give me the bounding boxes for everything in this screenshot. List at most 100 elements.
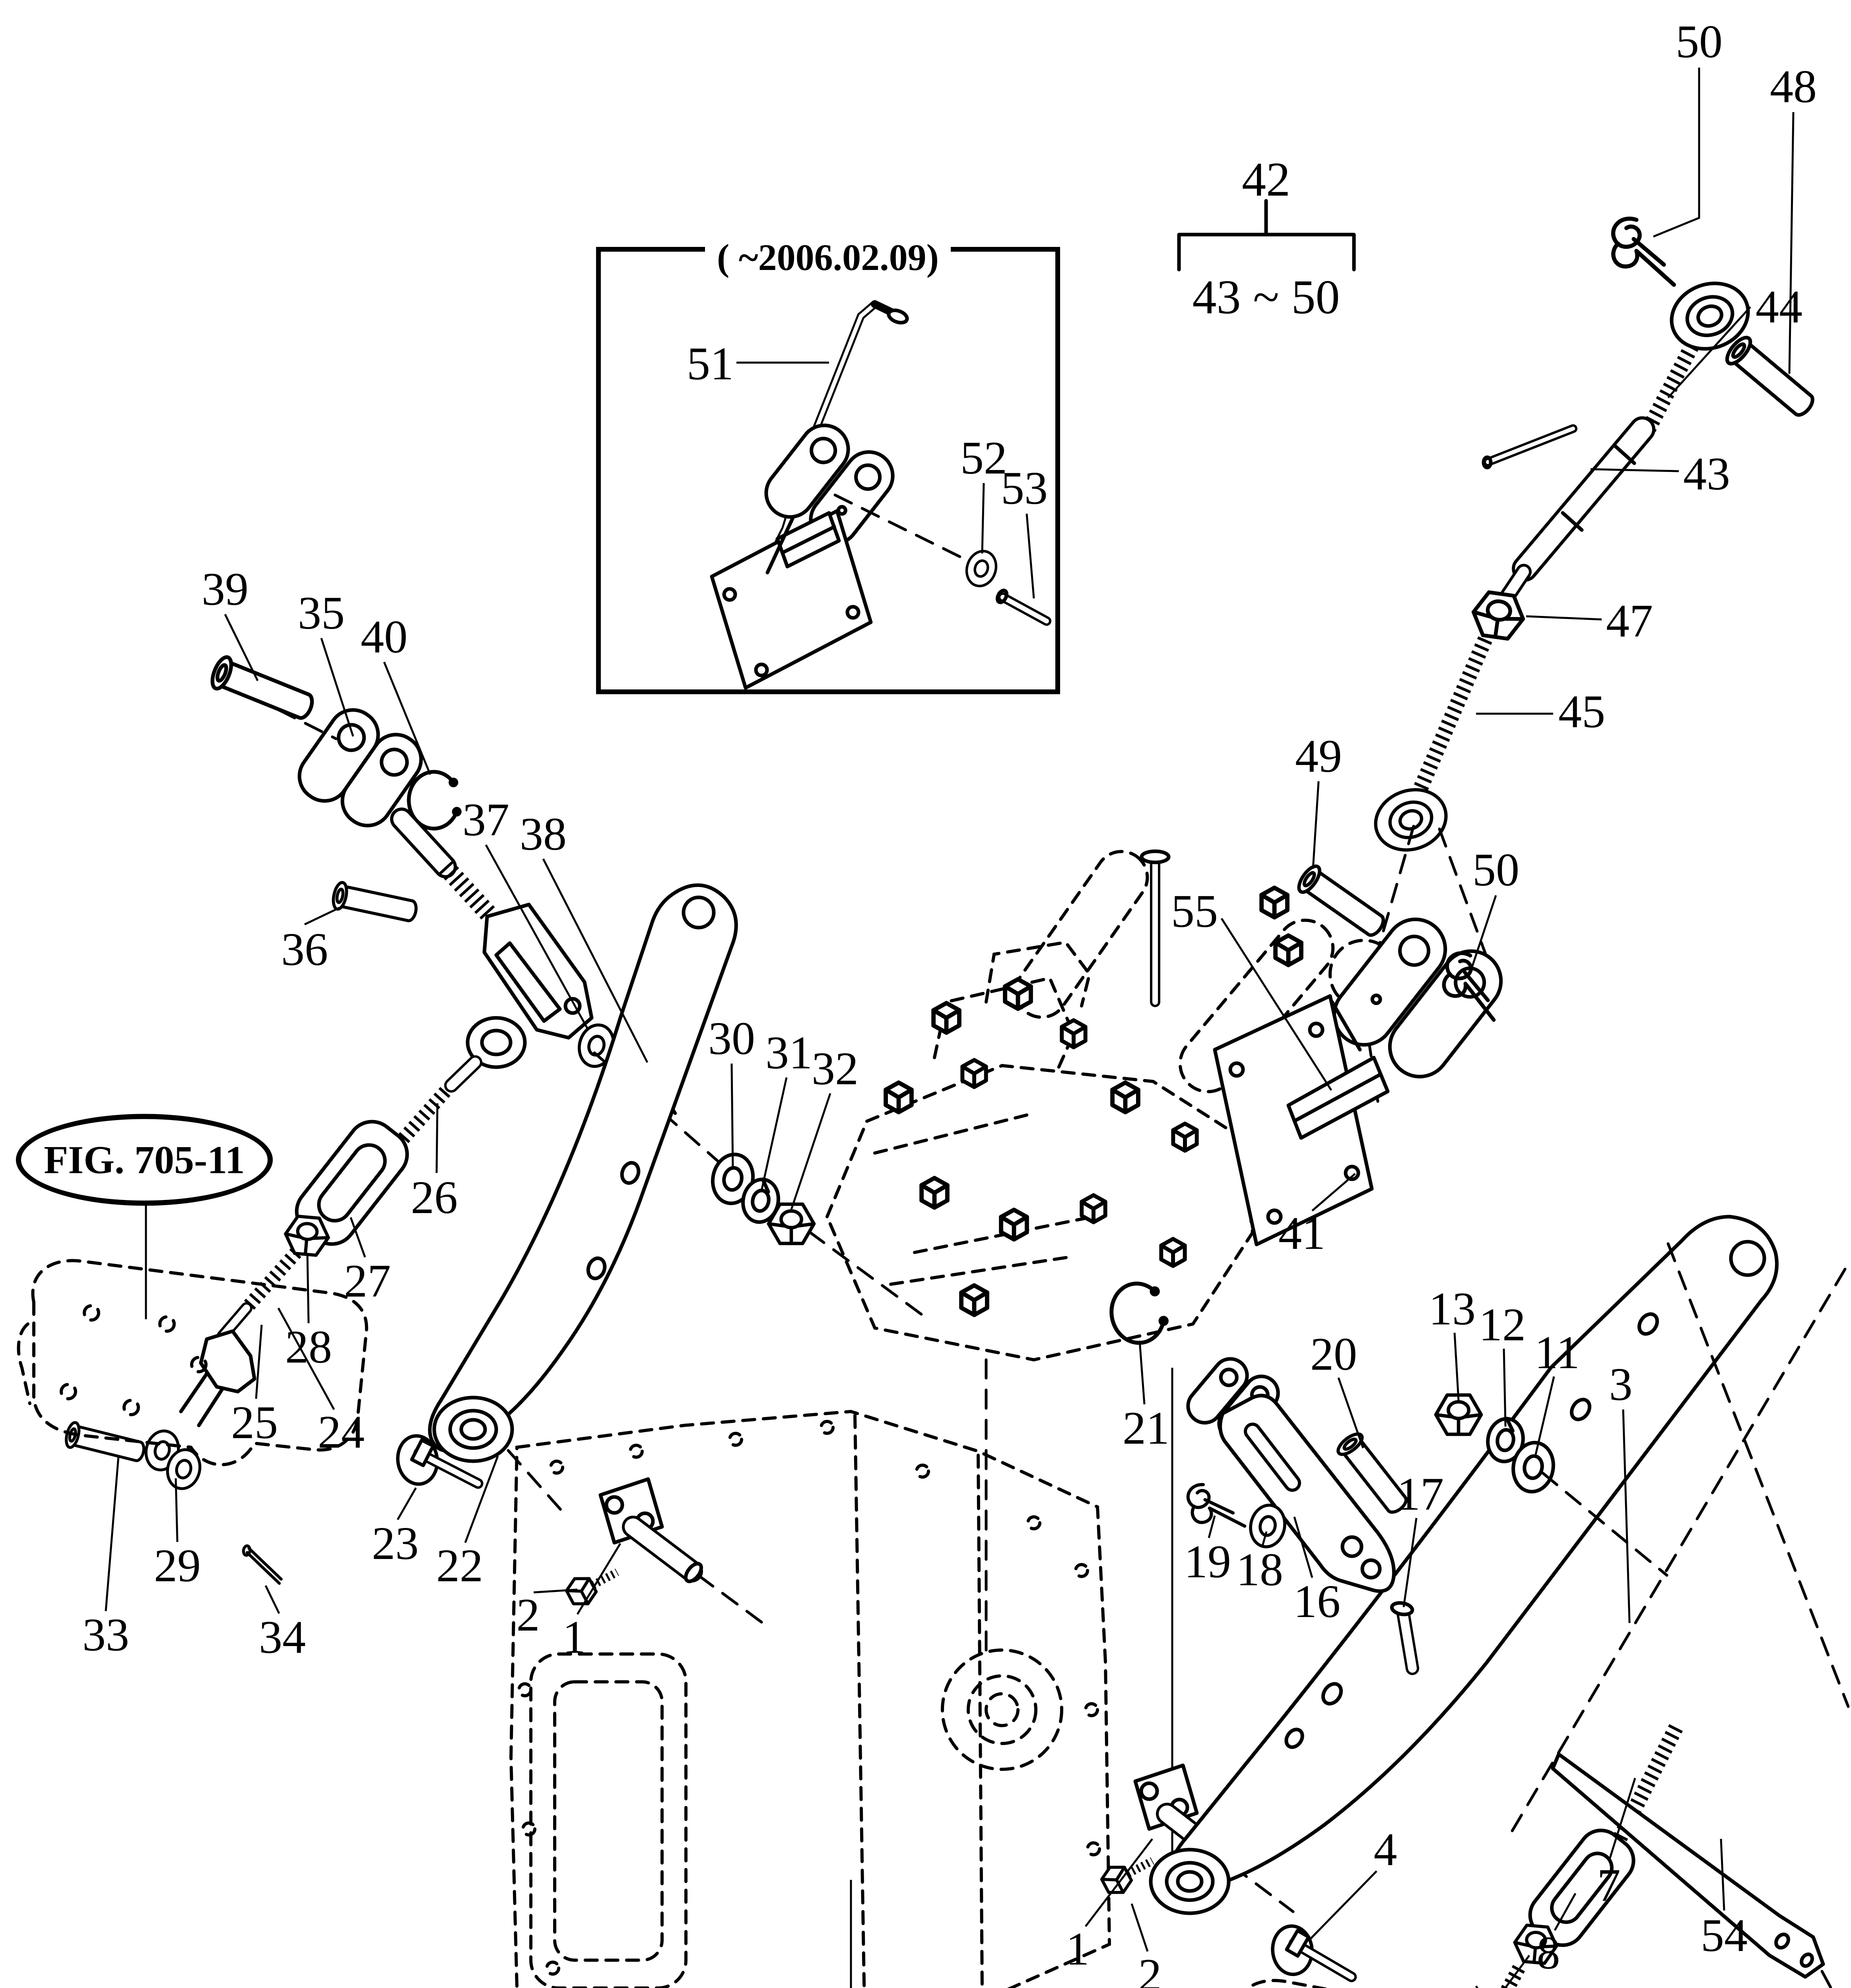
callout-43: 43 [1683, 448, 1730, 500]
callout-44: 44 [1756, 281, 1802, 333]
leader-4 [1308, 1870, 1377, 1941]
callout-20: 20 [1310, 1328, 1357, 1380]
leader-22 [464, 1456, 499, 1543]
hydraulic-lift-housing [825, 849, 1399, 1867]
callout-21: 21 [1123, 1402, 1169, 1454]
leader-37 [485, 844, 589, 1030]
leader-17 [1402, 1518, 1418, 1607]
callout-18: 18 [1236, 1543, 1283, 1596]
leader-27 [350, 1217, 366, 1258]
leader-30 [730, 1063, 734, 1170]
callout-1b: 1 [1066, 1923, 1090, 1975]
group-42-range: 43 ~ 50 [1192, 270, 1340, 324]
group-42-label: 42 [1242, 153, 1290, 206]
callout-13: 13 [1429, 1283, 1476, 1335]
right-lift-rod-assembly [1270, 1724, 1825, 1988]
leader-25 [255, 1324, 263, 1399]
callout-28: 28 [285, 1321, 332, 1373]
callout-36: 36 [281, 923, 328, 975]
leader-33 [105, 1456, 120, 1611]
inset-pin-53 [995, 588, 1051, 626]
leader-50a [1653, 68, 1700, 238]
transmission-case [509, 1409, 1111, 1988]
leader-21 [1138, 1340, 1146, 1405]
leader-40 [383, 662, 431, 775]
leveling-crank-assembly [1107, 1279, 1668, 1675]
callout-50b: 50 [1472, 844, 1519, 896]
fork-end [482, 903, 594, 1040]
leader-12 [1503, 1348, 1507, 1427]
callout-7: 7 [1597, 1859, 1621, 1911]
leader-36 [304, 906, 341, 926]
leader-28 [306, 1253, 310, 1324]
callout-39: 39 [202, 563, 249, 615]
callout-31: 31 [765, 1027, 812, 1079]
leader-11 [1534, 1376, 1555, 1455]
callout-4: 4 [1373, 1823, 1397, 1875]
callout-32: 32 [812, 1043, 858, 1095]
leader-29 [175, 1478, 179, 1542]
inset-date-note: ( ~2006.02.09) [705, 239, 951, 276]
threaded-rod-44 [1639, 342, 1699, 437]
callout-30: 30 [708, 1012, 755, 1064]
leader-2a [533, 1588, 578, 1594]
callout-2a: 2 [516, 1589, 540, 1641]
leader-55 [1220, 918, 1332, 1091]
leader-43 [1590, 468, 1679, 472]
callout-49: 49 [1295, 730, 1342, 782]
top-link-bracket-41 [1213, 863, 1513, 1246]
callout-52: 52 [960, 432, 1007, 484]
leader-13 [1453, 1332, 1460, 1401]
pin-17 [1390, 1601, 1419, 1675]
callout-16: 16 [1294, 1575, 1340, 1627]
leader-1b [1085, 1838, 1153, 1927]
leader-49 [1312, 781, 1320, 869]
rod-clevis-24 [179, 1329, 256, 1427]
leader-9 [1504, 1955, 1531, 1988]
leveling-fork-assembly [209, 654, 729, 1171]
leader-47 [1526, 615, 1602, 621]
callout-37: 37 [462, 794, 509, 846]
callout-22: 22 [436, 1540, 483, 1592]
inset-box [596, 247, 1060, 694]
left-lift-rod-assembly [64, 1016, 527, 1584]
callout-11: 11 [1534, 1326, 1580, 1378]
leader-44 [1667, 306, 1751, 398]
fig-705-11-plate [17, 1259, 368, 1466]
callout-25: 25 [231, 1396, 278, 1448]
callout-50a: 50 [1676, 16, 1723, 68]
callout-38: 38 [520, 808, 567, 860]
leader-23 [396, 1487, 417, 1520]
washer-set-30-31-32 [708, 1151, 928, 1320]
leader-18 [1261, 1531, 1268, 1546]
callout-2b: 2 [1138, 1949, 1162, 1988]
callout-24: 24 [318, 1406, 365, 1458]
leader-19 [1208, 1515, 1216, 1538]
leader-54 [1720, 1839, 1725, 1911]
leader-38 [542, 858, 649, 1063]
callout-17: 17 [1397, 1468, 1444, 1520]
leader-52 [981, 483, 985, 554]
callout-53: 53 [1001, 462, 1048, 514]
callout-40: 40 [361, 611, 408, 663]
construction-lines [1505, 1242, 1850, 1988]
leader-layer [105, 68, 1795, 1988]
callout-33: 33 [82, 1609, 129, 1661]
leader-24 [277, 1307, 335, 1410]
callout-19: 19 [1184, 1536, 1231, 1588]
leader-48 [1788, 112, 1795, 374]
leader-31 [760, 1077, 788, 1191]
fig-ref-705-11: FIG. 705-11 [16, 1114, 273, 1206]
callout-1a: 1 [562, 1611, 586, 1663]
leader-2b [1130, 1903, 1149, 1952]
callout-27: 27 [344, 1255, 391, 1307]
right-lift-arm [1151, 1215, 1779, 1913]
callout-48: 48 [1770, 60, 1817, 113]
leader-32 [790, 1093, 831, 1210]
leader-8 [1554, 1893, 1577, 1931]
leader-1a [576, 1543, 622, 1615]
callout-45: 45 [1558, 685, 1605, 738]
